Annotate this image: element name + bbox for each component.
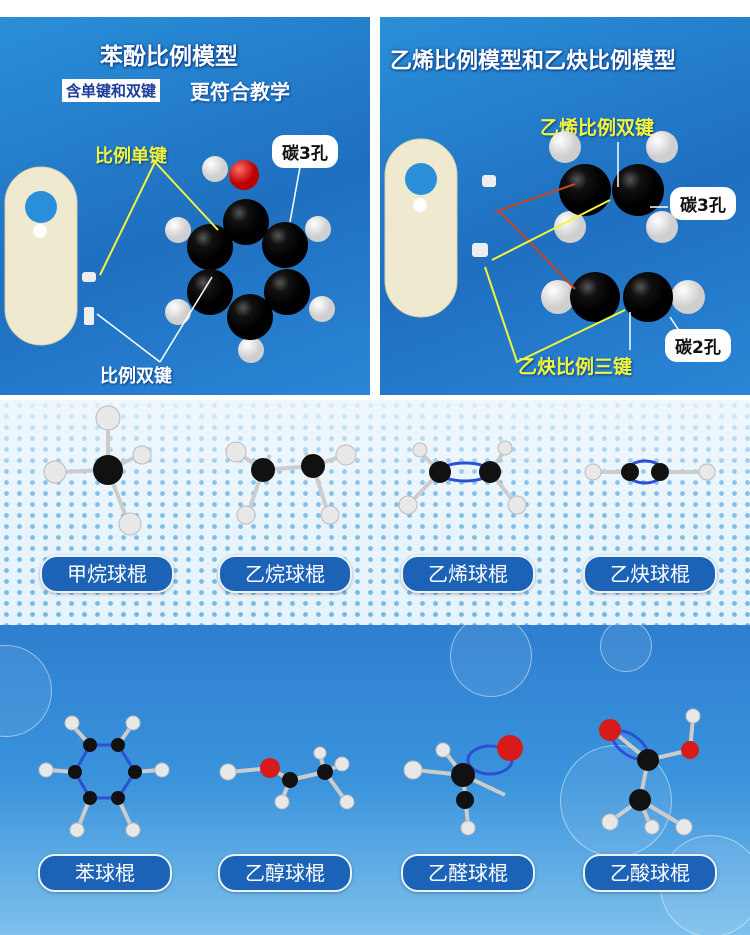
carbon-2-hole-label: 碳2孔 <box>665 329 731 362</box>
panel-title: 苯酚比例模型 <box>100 44 238 70</box>
label-acetylene-ball-stick: 乙炔球棍 <box>583 555 717 593</box>
single-bond-label: 比例单键 <box>95 146 167 167</box>
bond-tag: 含单键和双键 <box>62 79 161 102</box>
connector-holder <box>384 138 458 318</box>
phenol-scale-model-panel: 苯酚比例模型 含单键和双键 更符合教学 比例单键 比例双键 碳3孔 <box>0 17 370 395</box>
label-acetaldehyde-ball-stick: 乙醛球棍 <box>401 854 535 892</box>
label-ethane-ball-stick: 乙烷球棍 <box>218 555 352 593</box>
carbon-3-hole-label: 碳3孔 <box>670 187 736 220</box>
label-methane-ball-stick: 甲烷球棍 <box>40 555 174 593</box>
carbon-3-hole-label: 碳3孔 <box>272 135 338 168</box>
ethylene-acetylene-illustration <box>384 131 705 364</box>
panel-subtitle: 更符合教学 <box>190 80 290 104</box>
label-acetic-acid-ball-stick: 乙酸球棍 <box>583 854 717 892</box>
label-ethanol-ball-stick: 乙醇球棍 <box>218 854 352 892</box>
ethylene-molecule <box>549 131 678 243</box>
panel-title: 乙烯比例模型和乙炔比例模型 <box>390 49 677 74</box>
label-benzene-ball-stick: 苯球棍 <box>38 854 172 892</box>
acetylene-triple-bond-label: 乙炔比例三键 <box>518 356 633 378</box>
ball-and-stick-molecules <box>38 405 716 838</box>
phenol-model-illustration <box>4 156 335 363</box>
acetylene-molecule <box>541 272 705 322</box>
double-bond-label: 比例双键 <box>100 366 172 387</box>
connector-holder <box>4 166 78 346</box>
label-ethylene-ball-stick: 乙烯球棍 <box>401 555 535 593</box>
phenol-molecule <box>165 156 335 363</box>
ball-and-stick-models-section: 甲烷球棍 乙烷球棍 乙烯球棍 乙炔球棍 苯球棍 乙醇球棍 乙醛球棍 乙酸球棍 <box>0 400 750 935</box>
ethylene-acetylene-scale-model-panel: 乙烯比例模型和乙炔比例模型 乙烯比例双键 碳3孔 碳2孔 乙炔比例三键 <box>380 17 750 395</box>
holder-hole <box>25 191 57 223</box>
